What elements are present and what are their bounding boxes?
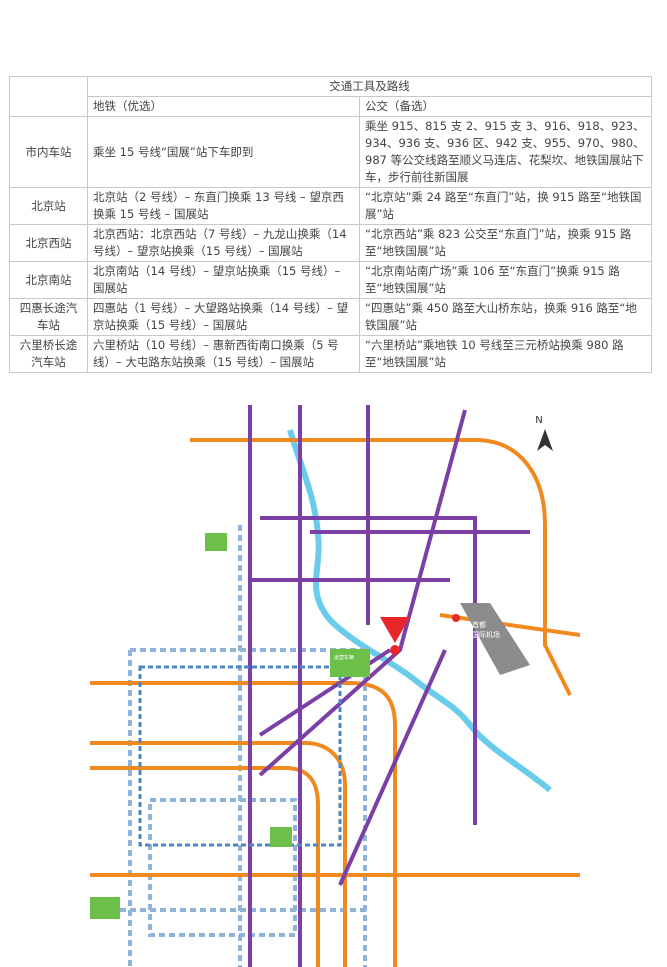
transit-map: 首都 国际机场 运营车辆 N (90, 405, 580, 967)
row-place: 四惠长途汽车站 (9, 298, 88, 336)
bus-header: 公交（备选） (359, 96, 652, 117)
row-subway: 六里桥站（10 号线）– 惠新西街南口换乘（5 号线）– 大屯路东站换乘（15 … (87, 335, 360, 373)
table-row: 市内车站 乘坐 15 号线“国展”站下车即到 乘坐 915、815 支 2、91… (9, 116, 652, 188)
subway-lines (248, 405, 530, 967)
subway-header: 地铁（优选） (87, 96, 360, 117)
table-row: 六里桥长途汽车站 六里桥站（10 号线）– 惠新西街南口换乘（5 号线）– 大屯… (9, 335, 652, 373)
row-subway: 北京站（2 号线）– 东直门换乘 13 号线 – 望京西换乘 15 号线 – 国… (87, 187, 360, 225)
parking-label: 运营车辆 (334, 654, 354, 661)
row-bus: “四惠站”乘 450 路至大山桥东站，换乘 916 路至“地铁国展”站 (359, 298, 652, 336)
row-bus: “六里桥站”乘地铁 10 号线至三元桥站换乘 980 路至“地铁国展”站 (359, 335, 652, 373)
table-row: 北京西站 北京西站：北京西站（7 号线）– 九龙山换乘（14 号线）– 望京站换… (9, 224, 652, 262)
parking-badge (90, 897, 120, 919)
row-subway: 四惠站（1 号线）– 大望路站换乘（14 号线）– 望京站换乘（15 号线）– … (87, 298, 360, 336)
parking-badge (270, 827, 292, 847)
north-arrow-icon (537, 429, 553, 451)
row-subway: 北京西站：北京西站（7 号线）– 九龙山换乘（14 号线）– 望京站换乘（15 … (87, 224, 360, 262)
row-subway: 乘坐 15 号线“国展”站下车即到 (87, 116, 360, 188)
row-place: 北京站 (9, 187, 88, 225)
river (287, 429, 552, 793)
row-place: 北京西站 (9, 224, 88, 262)
airport-terminal (460, 603, 530, 675)
venue-marker (380, 617, 410, 643)
row-bus: “北京南站南广场”乘 106 至“东直门”换乘 915 路至“地铁国展”站 (359, 261, 652, 299)
top-header: 交通工具及路线 (87, 76, 652, 97)
table-row: 北京南站 北京南站（14 号线）– 望京站换乘（15 号线）– 国展站 “北京南… (9, 261, 652, 299)
north-label: N (535, 415, 542, 426)
parking-badge (205, 533, 227, 551)
airport-dot (452, 614, 460, 622)
airport-label-1: 首都 (472, 620, 486, 629)
rail-lines (90, 525, 370, 967)
airport-label-2: 国际机场 (472, 630, 500, 639)
row-place: 六里桥长途汽车站 (9, 335, 88, 373)
corner-cell (9, 76, 88, 117)
row-bus: “北京站”乘 24 路至“东直门”站，换 915 路至“地铁国展”站 (359, 187, 652, 225)
row-bus: 乘坐 915、815 支 2、915 支 3、916、918、923、934、9… (359, 116, 652, 188)
ring-road (138, 665, 342, 847)
row-place: 市内车站 (9, 116, 88, 188)
row-place: 北京南站 (9, 261, 88, 299)
table-row: 北京站 北京站（2 号线）– 东直门换乘 13 号线 – 望京西换乘 15 号线… (9, 187, 652, 225)
table-row: 四惠长途汽车站 四惠站（1 号线）– 大望路站换乘（14 号线）– 望京站换乘（… (9, 298, 652, 336)
roads (90, 438, 580, 967)
parking-badge (330, 649, 370, 677)
row-subway: 北京南站（14 号线）– 望京站换乘（15 号线）– 国展站 (87, 261, 360, 299)
venue-dot (390, 645, 400, 655)
route-table: 交通工具及路线 地铁（优选） 公交（备选） 市内车站 乘坐 15 号线“国展”站… (9, 76, 652, 373)
row-bus: “北京西站”乘 823 公交至“东直门”站，换乘 915 路至“地铁国展”站 (359, 224, 652, 262)
